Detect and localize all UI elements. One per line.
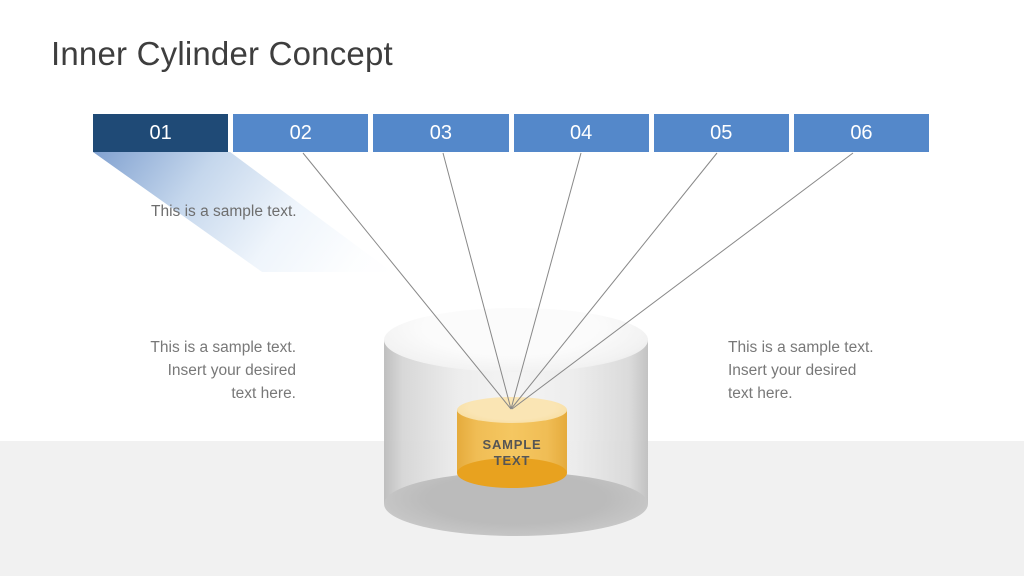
step-box-02: 02 [233, 114, 369, 152]
outer-cylinder-top [384, 308, 648, 372]
left-note-line: text here. [231, 385, 296, 402]
left-note: This is a sample text. Insert your desir… [114, 336, 296, 405]
step-box-01: 01 [93, 114, 229, 152]
step-row: 01 02 03 04 05 06 [93, 114, 930, 152]
right-note: This is a sample text. Insert your desir… [728, 336, 910, 405]
right-note-line: Insert your desired [728, 362, 857, 379]
step-box-05: 05 [653, 114, 789, 152]
inner-cylinder-label: SAMPLE TEXT [457, 437, 567, 469]
inner-cylinder-label-line1: SAMPLE [482, 437, 542, 452]
left-note-line: This is a sample text. [150, 339, 296, 356]
inner-cylinder-top [457, 397, 567, 423]
beam-caption: This is a sample text. [151, 203, 297, 220]
step-box-04: 04 [513, 114, 649, 152]
step-box-06: 06 [793, 114, 930, 152]
right-note-line: This is a sample text. [728, 339, 874, 356]
slide-title: Inner Cylinder Concept [51, 35, 393, 72]
step-box-03: 03 [373, 114, 509, 152]
left-note-line: Insert your desired [167, 362, 296, 379]
inner-cylinder-bottom [457, 458, 567, 488]
right-note-line: text here. [728, 385, 793, 402]
inner-cylinder-label-line2: TEXT [493, 453, 531, 468]
